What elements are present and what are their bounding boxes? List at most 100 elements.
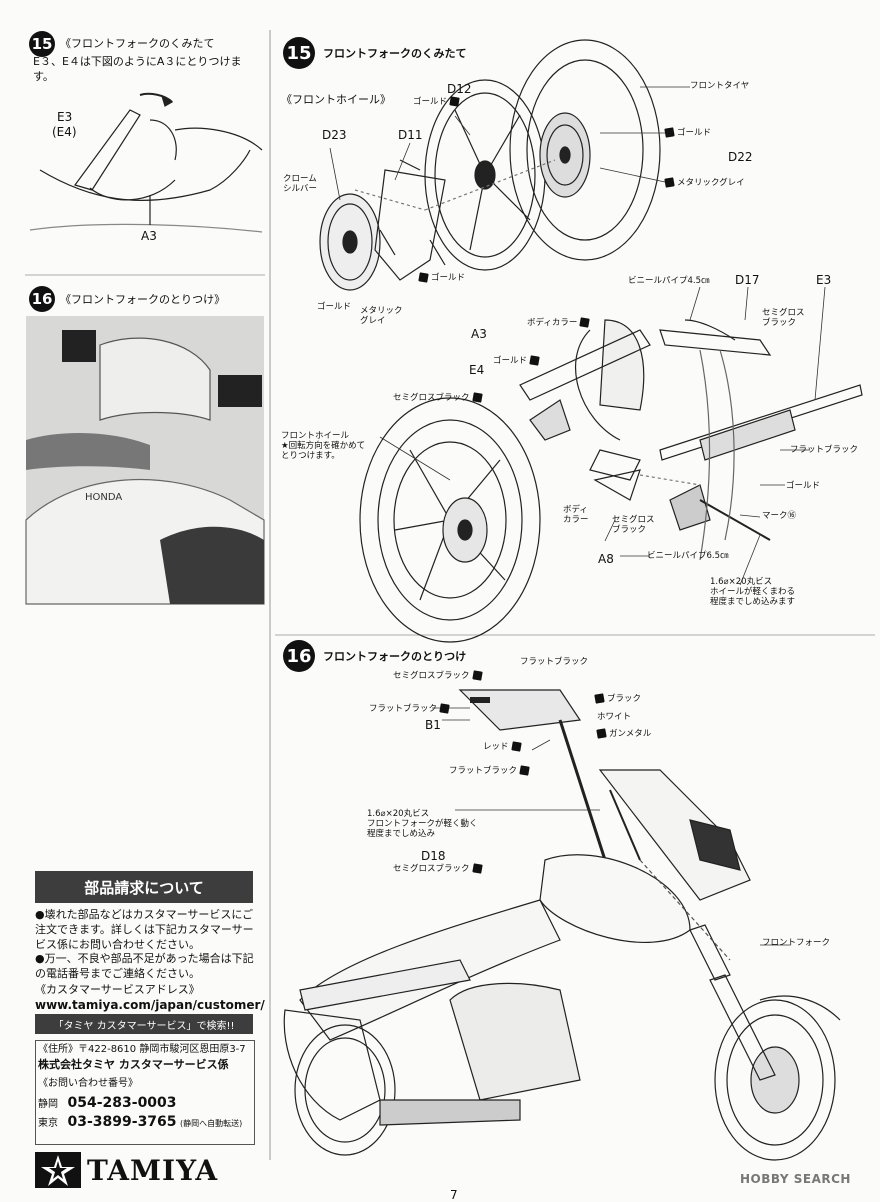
company-name: 株式会社タミヤ カスタマーサービス係 [38, 1058, 229, 1071]
tamiya-star-icon [35, 1152, 81, 1188]
label-metallic-grey-right: メタリックグレイ [664, 177, 745, 189]
label-e4: E4 [469, 363, 485, 377]
left-step15-number: 15 [29, 31, 55, 57]
label-gold-low: ゴールド [418, 272, 465, 284]
hobby-search-watermark: HOBBY SEARCH [740, 1172, 851, 1186]
step15-title: フロントフォークのくみたて [323, 47, 467, 60]
address-title: 《住所》 [38, 1044, 78, 1055]
label-a8: A8 [598, 552, 614, 566]
label-red: レッド [483, 741, 522, 753]
address-row: 《住所》〒422-8610 静岡市駿河区恩田原3-7 [38, 1043, 246, 1057]
customer-address-label: 《カスタマーサービスアドレス》 [35, 983, 200, 996]
paint-swatch-icon [579, 317, 591, 328]
label-body-color-top: ボディカラー [527, 317, 591, 329]
left-label-e4: (E4) [52, 125, 77, 139]
shizuoka-phone[interactable]: 054-283-0003 [67, 1095, 177, 1111]
left-label-e3: E3 [57, 110, 73, 124]
label-metallic-grey-bottom: メタリック グレイ [360, 306, 403, 326]
tokyo-row: 東京 03-3899-3765 (静岡へ自動転送) [38, 1113, 242, 1132]
shizuoka-label: 静岡 [38, 1099, 58, 1110]
step15-number: 15 [283, 37, 315, 69]
paint-swatch-icon [471, 670, 483, 681]
step16-number: 16 [283, 640, 315, 672]
label-gold-d12: ゴールド [413, 96, 460, 108]
label-vinyl-pipe-45: ビニールパイプ4.5㎝ [628, 276, 710, 286]
customer-url[interactable]: www.tamiya.com/japan/customer/ [35, 998, 265, 1012]
label-vinyl-pipe-65: ビニールパイプ6.5㎝ [647, 551, 729, 561]
label-semigloss-black-mid: セミグロスブラック [393, 392, 483, 404]
label-mark16: マーク⑯ [762, 511, 797, 521]
label-d23: D23 [322, 128, 347, 142]
label-front-fork: フロントフォーク [762, 938, 831, 948]
label-d11: D11 [398, 128, 423, 142]
page-number: 7 [450, 1188, 458, 1202]
label-body-color-low: ボディ カラー [563, 505, 589, 525]
tokyo-label: 東京 [38, 1118, 58, 1129]
left-step16-title: 《フロントフォークのとりつけ》 [60, 293, 226, 306]
label-e3: E3 [816, 273, 832, 287]
left-step16-number: 16 [29, 286, 55, 312]
paint-swatch-icon [418, 272, 429, 283]
paint-swatch-icon [471, 392, 483, 403]
fork-assembly-illustration [359, 319, 863, 643]
label-front-wheel-note: フロントホイール ★回転方向を確かめて とりつけます。 [281, 431, 366, 461]
label-gold-right: ゴールド [664, 127, 711, 139]
label-a3: A3 [471, 327, 487, 341]
label-flat-black: フラットブラック [790, 445, 859, 455]
motorcycle-photo: HONDA [25, 316, 265, 605]
paint-swatch-icon [529, 355, 540, 366]
label-screw-note-15: 1.6⌀×20丸ビス ホイールが軽くまわる 程度までしめ込みます [710, 577, 796, 607]
label-flat-black-top: フラットブラック [520, 657, 589, 667]
left-step15-instruction: E３、E４は下図のようにA３にとりつけます。 [33, 55, 242, 83]
label-gold-e4: ゴールド [493, 355, 540, 367]
label-d17: D17 [735, 273, 760, 287]
label-flat-black-low: フラットブラック [449, 765, 530, 777]
left-step15-title: 《フロントフォークのくみたて [60, 37, 215, 50]
leader-lines [329, 86, 826, 946]
label-front-tire: フロントタイヤ [690, 81, 750, 91]
step16-title: フロントフォークのとりつけ [323, 650, 467, 663]
label-chrome-silver: クローム シルバー [283, 174, 318, 194]
parts-service-bullet1: ●壊れた部品などはカスタマーサービスにご注文できます。詳しくは下記カスタマーサー… [35, 908, 254, 951]
search-hint-pill: 「タミヤ カスタマーサービス」で検索!! [35, 1014, 253, 1034]
tokyo-note: (静岡へ自動転送) [180, 1119, 243, 1128]
left-label-a3: A3 [141, 229, 157, 243]
left-step15-illustration [29, 92, 263, 233]
label-gold-fork: ゴールド [786, 481, 821, 491]
label-screw-note-16: 1.6⌀×20丸ビス フロントフォークが軽く動く 程度までしめ込み [367, 809, 478, 839]
tokyo-phone[interactable]: 03-3899-3765 [67, 1114, 177, 1130]
label-b1: B1 [425, 718, 441, 732]
wheel-explode-illustration [319, 39, 661, 291]
svg-text:HONDA: HONDA [85, 492, 122, 503]
parts-service-bullet2: ●万一、不良や部品不足があった場合は下記の電話番号までご連絡ください。 [35, 952, 254, 980]
address-text: 〒422-8610 静岡市駿河区恩田原3-7 [78, 1044, 246, 1055]
paint-swatch-icon [594, 693, 605, 704]
label-semigloss-black-top: セミグロス ブラック [762, 308, 805, 328]
paint-swatch-icon [664, 177, 675, 188]
label-d12: D12 [447, 82, 472, 96]
paint-swatch-icon [449, 96, 460, 107]
label-d22: D22 [728, 150, 753, 164]
label-d18: D18 [421, 849, 446, 863]
brand-name: TAMIYA [87, 1153, 219, 1187]
shizuoka-row: 静岡 054-283-0003 [38, 1094, 177, 1113]
label-semigloss-black-low: セミグロス ブラック [612, 515, 655, 535]
paint-swatch-icon [439, 703, 450, 714]
paint-swatch-icon [510, 741, 522, 752]
label-semigloss-black-d18: セミグロスブラック [393, 863, 483, 875]
label-white: ホワイト [597, 712, 632, 722]
label-gunmetal: ガンメタル [596, 728, 651, 740]
label-semigloss-black-16: セミグロスブラック [393, 670, 483, 682]
paint-swatch-icon [519, 765, 530, 776]
parts-service-heading: 部品請求について [35, 871, 253, 903]
motorcycle-illustration [283, 689, 841, 1161]
label-black: ブラック [594, 693, 641, 705]
phone-title: 《お問い合わせ番号》 [38, 1078, 138, 1089]
paint-swatch-icon [471, 863, 483, 874]
contact-box [35, 1040, 255, 1145]
paint-swatch-icon [664, 127, 675, 138]
label-gold-bottom: ゴールド [317, 302, 352, 312]
tamiya-logo: TAMIYA [35, 1152, 218, 1188]
step15-subtitle: 《フロントホイール》 [281, 93, 391, 106]
